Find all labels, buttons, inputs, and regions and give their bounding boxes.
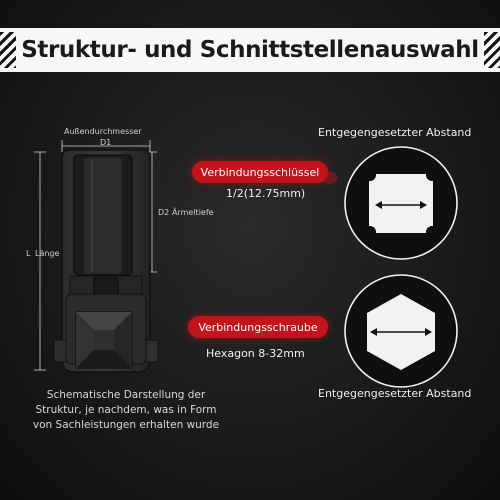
sleeve-depth-label: Ärmeltiefe bbox=[172, 208, 214, 217]
length-dimension bbox=[34, 151, 46, 371]
d2-label: D2 bbox=[158, 208, 170, 217]
bottom-heading: Entgegengesetzter Abstand bbox=[318, 387, 472, 400]
square-drive-icon bbox=[75, 311, 133, 369]
key-pill: Verbindungsschlüssel bbox=[192, 161, 328, 183]
key-size: 1/2(12.75mm) bbox=[226, 187, 306, 200]
banner-stripe-right bbox=[484, 32, 500, 68]
hexagon-icon bbox=[344, 274, 458, 388]
title-banner: Struktur- und Schnittstellenauswahl bbox=[0, 28, 500, 72]
top-heading: Entgegengesetzter Abstand bbox=[318, 126, 472, 139]
screw-pill: Verbindungsschraube bbox=[188, 316, 328, 338]
length-label: Länge bbox=[35, 249, 60, 258]
length-letter: L bbox=[26, 249, 31, 258]
double-arrow-icon bbox=[375, 201, 427, 209]
double-arrow-icon bbox=[370, 328, 432, 336]
square-opening-icon bbox=[344, 146, 458, 260]
outer-diameter-label: Außendurchmesser bbox=[64, 127, 142, 136]
d1-dimension bbox=[61, 140, 151, 152]
banner-stripe-left bbox=[0, 32, 16, 68]
page-title: Struktur- und Schnittstellenauswahl bbox=[21, 37, 479, 63]
d1-label: D1 bbox=[100, 138, 112, 147]
screw-size: Hexagon 8-32mm bbox=[206, 347, 305, 360]
schematic-note: Schematische Darstellung der Struktur, j… bbox=[32, 389, 220, 431]
